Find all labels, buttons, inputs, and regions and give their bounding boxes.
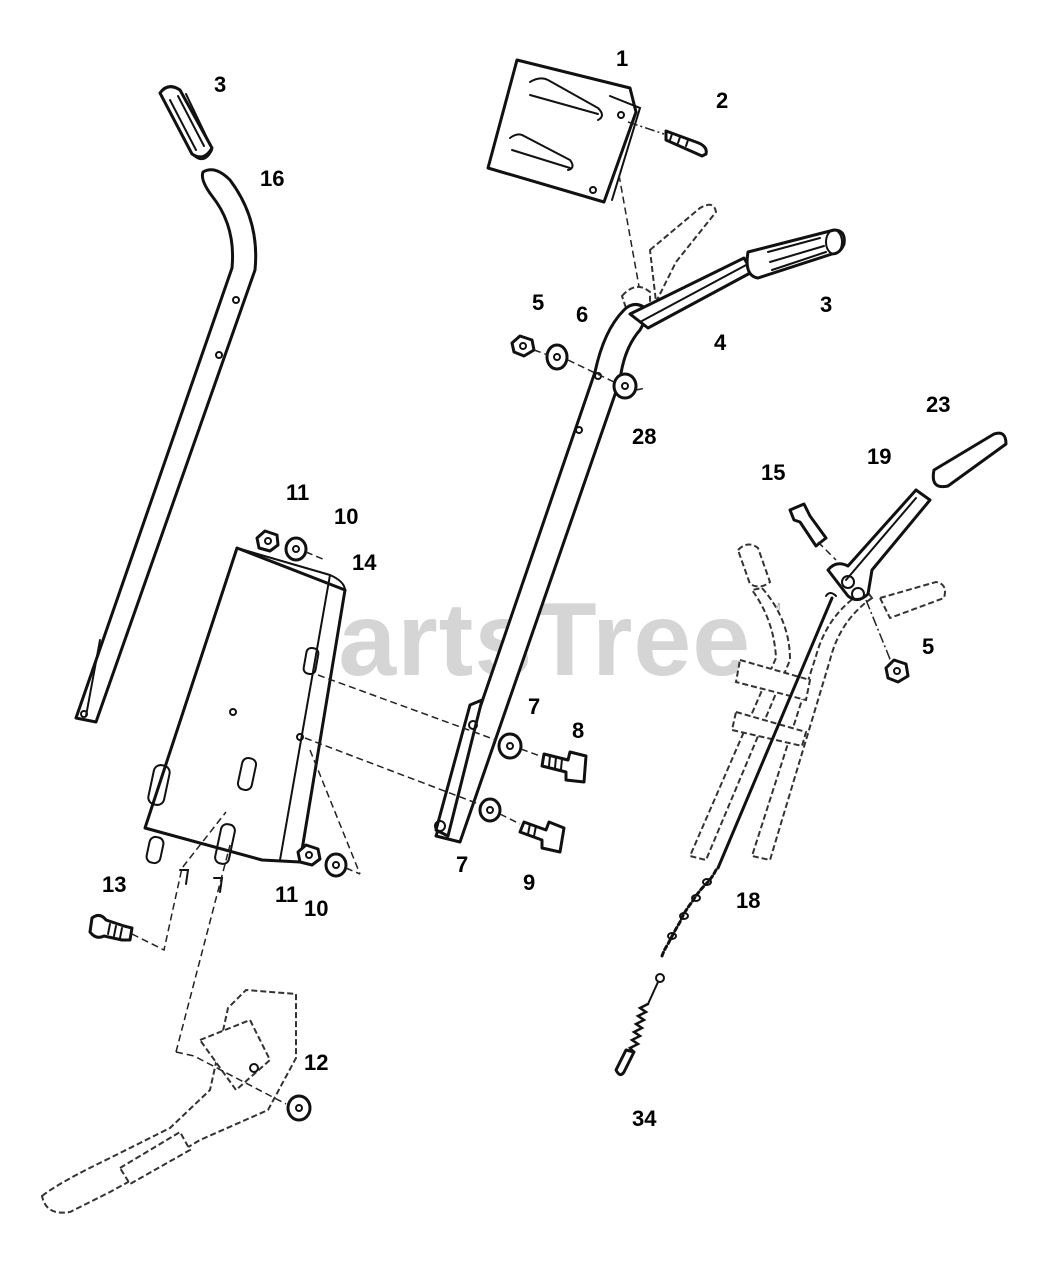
- callout-labels: 3 16 1 2 5 6 4 3 28 23 19 15 5 11 10 14 …: [102, 46, 950, 1131]
- callout-12: 12: [304, 1050, 328, 1075]
- hardware-bracket-top: [255, 529, 326, 562]
- screw-part: [664, 129, 708, 158]
- washer-28: [612, 372, 638, 400]
- callout-18: 18: [736, 888, 760, 913]
- callout-15: 15: [761, 460, 785, 485]
- spring-34-part: [614, 973, 665, 1077]
- bolt-13: [88, 811, 227, 952]
- bolt-15: [788, 502, 837, 561]
- washer-12: [286, 1094, 312, 1122]
- bracket-plate-assembly: [143, 546, 347, 893]
- callout-11-bottom: 11: [275, 882, 298, 907]
- lever-19-part: [826, 488, 932, 601]
- center-handle-assembly: [434, 203, 846, 844]
- callout-19: 19: [867, 444, 891, 469]
- callout-10-top: 10: [334, 504, 358, 529]
- hardware-upper: [510, 334, 647, 400]
- washer-6: [545, 343, 569, 371]
- callout-23: 23: [926, 392, 950, 417]
- callout-7-upper: 7: [528, 694, 540, 719]
- grip-23-part: [931, 431, 1008, 489]
- left-handle-assembly: [74, 85, 258, 724]
- callout-10-bottom: 10: [304, 896, 328, 921]
- center-tube-part: [434, 303, 652, 844]
- nut-5-right: [884, 658, 910, 684]
- right-lever-assembly: [614, 431, 1008, 1077]
- left-tube-part: [74, 168, 258, 724]
- callout-28: 28: [632, 424, 656, 449]
- callout-14: 14: [352, 550, 377, 575]
- callout-1: 1: [616, 46, 628, 71]
- callout-7-lower: 7: [456, 852, 468, 877]
- center-grip-part: [745, 228, 846, 280]
- hardware-bolts: [478, 732, 588, 854]
- panel-part: [486, 58, 638, 204]
- callout-3-left: 3: [214, 72, 226, 97]
- control-panel-assembly: [486, 58, 708, 293]
- frame-ghost: [40, 844, 312, 1214]
- bracket-plate-part: [143, 546, 347, 864]
- callout-5-right: 5: [922, 634, 934, 659]
- washer-7-lower: [478, 797, 502, 823]
- callout-9: 9: [523, 870, 535, 895]
- callout-34: 34: [632, 1106, 657, 1131]
- left-grip-part: [158, 85, 214, 161]
- callout-13: 13: [102, 872, 126, 897]
- callout-5-upper: 5: [532, 290, 544, 315]
- callout-2: 2: [716, 88, 728, 113]
- bolt-8: [540, 750, 588, 784]
- callout-16: 16: [260, 166, 284, 191]
- bolt-9: [518, 820, 566, 854]
- callout-6: 6: [576, 302, 588, 327]
- callout-8: 8: [572, 718, 584, 743]
- callout-3-right: 3: [820, 292, 832, 317]
- nut-5-upper: [510, 334, 536, 358]
- hardware-bracket-bottom: [296, 749, 361, 878]
- washer-7-upper: [497, 732, 523, 760]
- callout-11-top: 11: [286, 480, 309, 505]
- callout-4: 4: [714, 330, 727, 355]
- rod-18-part: [716, 596, 834, 870]
